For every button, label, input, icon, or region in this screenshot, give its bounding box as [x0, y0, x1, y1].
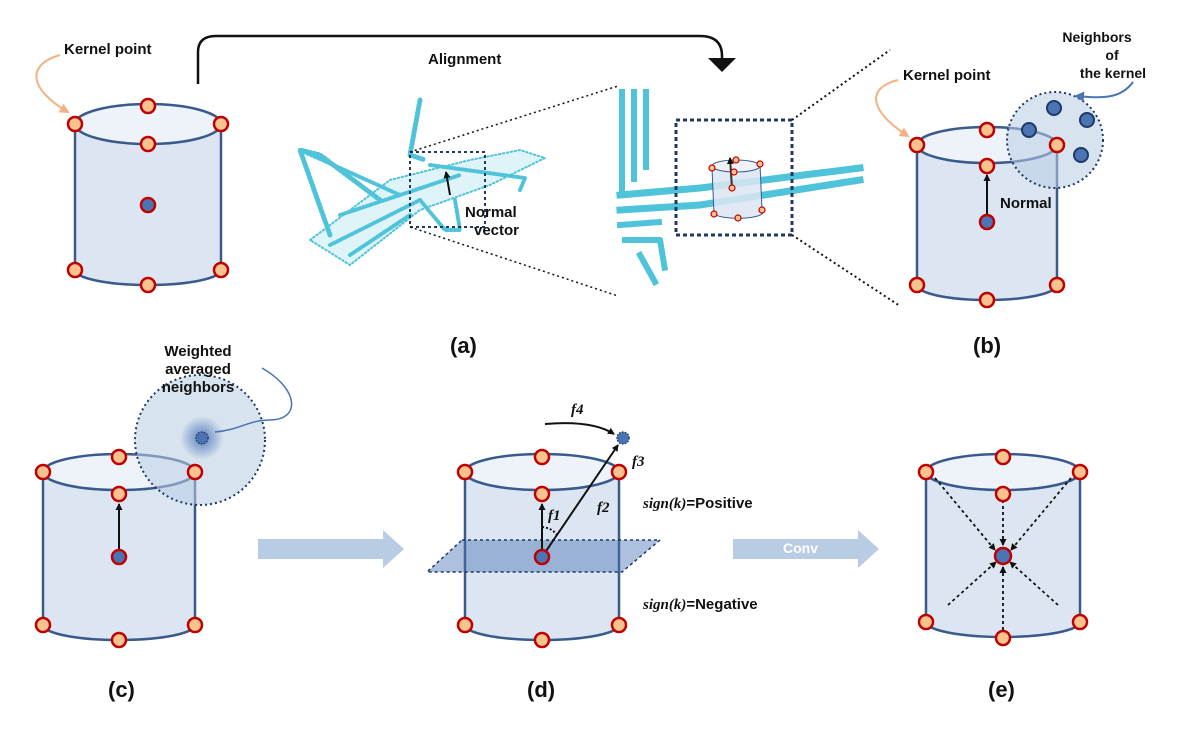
alignment-label: Alignment: [428, 51, 501, 68]
weighted-neighbors-pointer: [214, 367, 293, 433]
caption-e: (e): [988, 677, 1015, 702]
kernel-points-b: [908, 121, 1066, 309]
sign-negative: sign(k)=Negative: [642, 596, 758, 613]
normal-vector-label-1: Normal: [465, 204, 517, 221]
arc-f4: [544, 422, 615, 435]
kernel-point-pointer-b: [875, 79, 910, 138]
weighted-label-1: Weighted: [164, 343, 231, 360]
angle-f1: [541, 526, 558, 536]
weighted-label-3: neighbors: [162, 379, 235, 396]
kernel-point-label-b: Kernel point: [903, 67, 991, 84]
kernel-point-pointer: [35, 54, 70, 114]
caption-d: (d): [527, 677, 555, 702]
conv-label: Conv: [783, 540, 818, 556]
neighbor-points: [1021, 100, 1095, 163]
airplane-point-cloud: [296, 97, 548, 267]
zoom-line-b-bottom: [791, 234, 901, 307]
f3-label: f3: [632, 454, 645, 470]
flow-arrow-c-d: [258, 530, 404, 568]
caption-c: (c): [108, 677, 135, 702]
small-kernel-cylinder: [708, 156, 766, 222]
kernel-points-e: [917, 448, 1089, 647]
kernel-points-d: [456, 448, 628, 649]
sign-positive: sign(k)=Positive: [642, 495, 753, 512]
kernel-center-c: [110, 548, 128, 566]
caption-b: (b): [973, 333, 1001, 358]
kernel-center-b: [978, 213, 996, 231]
kernel-points-c: [34, 448, 204, 649]
neighbors-pointer: [1074, 81, 1134, 102]
caption-a: (a): [450, 333, 477, 358]
f1-label: f1: [548, 508, 561, 524]
neighbor-point-d: [616, 431, 630, 445]
weighted-neighbor-point: [195, 431, 209, 445]
vector-f2: [541, 444, 619, 558]
convergence-arrows: [934, 477, 1072, 630]
kernel-center-e: [993, 546, 1013, 566]
neighbors-label-3: the kernel: [1080, 65, 1146, 81]
zoom-line-top: [409, 85, 619, 153]
normal-label-b: Normal: [1000, 195, 1052, 212]
f4-label: f4: [571, 402, 584, 418]
normal-vector-arrow: [443, 171, 451, 196]
alignment-arrow-head: [708, 58, 736, 72]
weighted-label-2: averaged: [165, 361, 231, 378]
normal-vector-label-2: vector: [474, 222, 519, 239]
zoom-box-small: [409, 151, 486, 228]
kernel-center-d: [533, 548, 551, 566]
zoomed-point-cloud: [616, 89, 864, 287]
zoom-line-bottom: [409, 226, 619, 297]
neighbors-label-2: of: [1105, 47, 1119, 63]
alignment-arrow: [196, 34, 724, 84]
kernel-cylinder-a: [66, 97, 230, 294]
kernel-points: [66, 97, 230, 294]
zoom-box-large: [674, 118, 794, 237]
f2-label: f2: [597, 500, 610, 516]
flow-arrow-d-e: [733, 530, 879, 568]
neighbors-label-1: Neighbors: [1062, 29, 1131, 45]
kernel-point-label-a: Kernel point: [64, 41, 152, 58]
kernel-center-point: [139, 196, 157, 214]
zoom-line-b-top: [791, 49, 891, 121]
